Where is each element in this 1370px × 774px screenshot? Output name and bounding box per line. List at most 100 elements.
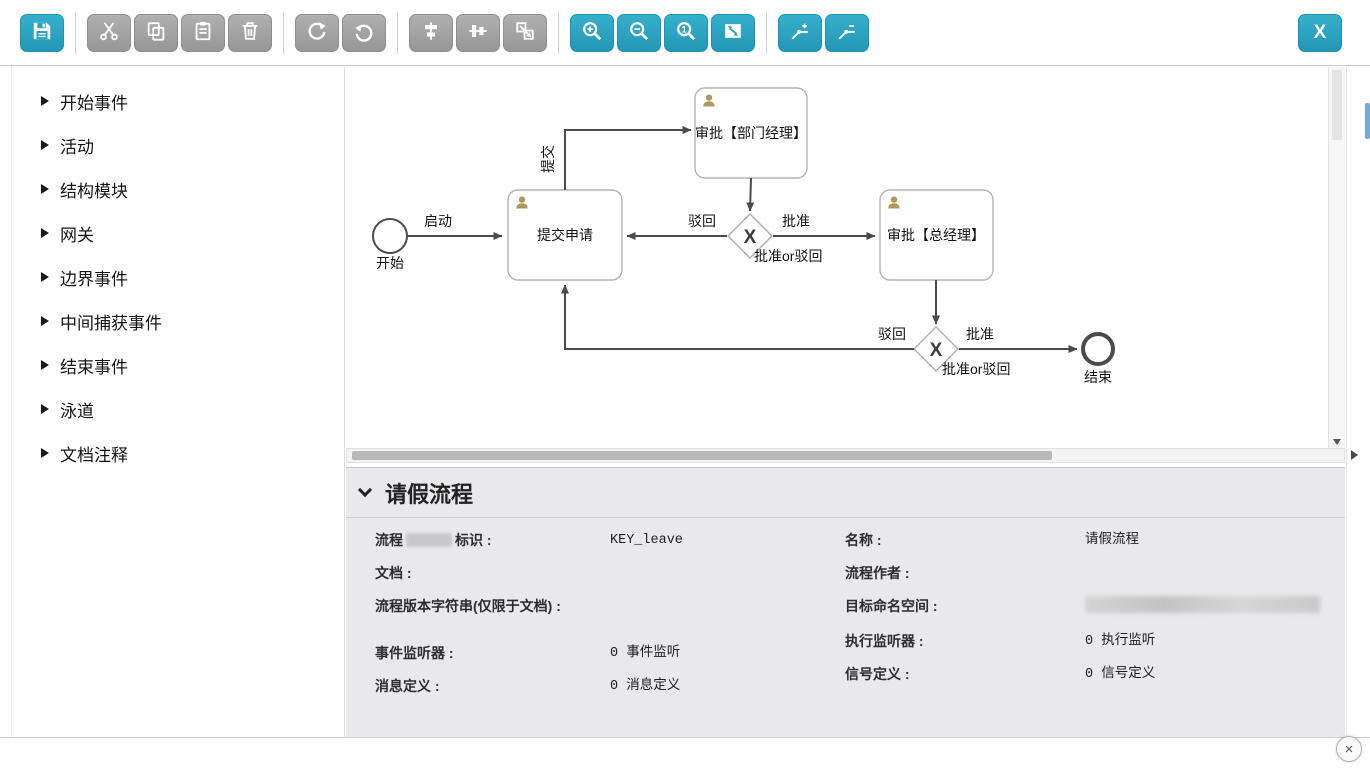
flow-label: 批准 [966, 326, 994, 342]
chevron-right-icon [41, 316, 49, 326]
task-submit-node[interactable]: 提交申请 [507, 189, 623, 281]
diagram-canvas[interactable]: 开始 启动 提交申请 提交 审批【部门经 [346, 67, 1328, 448]
delete-button[interactable] [228, 13, 272, 52]
property-label: 流程标识 : [375, 532, 492, 548]
property-row-signal-definitions: 信号定义 : 0 信号定义 [845, 664, 1330, 685]
align-horizontal-button[interactable] [456, 13, 500, 52]
chevron-right-icon [41, 228, 49, 238]
sidebar-item-end-events[interactable]: 结束事件 [12, 343, 344, 387]
save-button[interactable] [20, 13, 64, 52]
sidebar-item-start-events[interactable]: 开始事件 [12, 79, 344, 123]
property-row-name: 名称 : 请假流程 [845, 530, 1330, 551]
scroll-right-arrow-icon[interactable] [1351, 450, 1358, 460]
end-event-label: 结束 [1084, 369, 1112, 385]
sidebar-item-gateways[interactable]: 网关 [12, 211, 344, 255]
align-vertical-button[interactable] [409, 13, 453, 52]
remove-bendpoint-button[interactable] [825, 13, 869, 52]
sidebar-item-label: 活动 [60, 137, 94, 157]
start-event-node[interactable]: 开始 [372, 218, 408, 271]
sidebar-item-boundary-events[interactable]: 边界事件 [12, 255, 344, 299]
undo-button[interactable] [342, 13, 386, 52]
page-close-button[interactable]: × [1336, 736, 1362, 762]
chevron-right-icon [41, 404, 49, 414]
copy-icon [145, 20, 167, 45]
scroll-down-arrow-icon[interactable] [1333, 439, 1341, 445]
flow-start-to-submit[interactable]: 启动 [407, 213, 503, 240]
property-row-process-author: 流程作者 : [845, 563, 1330, 584]
chevron-down-icon[interactable] [357, 482, 373, 498]
flow-label: 启动 [424, 213, 452, 229]
flow-label: 提交 [540, 145, 556, 173]
chevron-right-icon [41, 272, 49, 282]
property-row-event-listeners: 事件监听器 : 0 事件监听 [375, 643, 840, 664]
zoom-in-button[interactable] [570, 13, 614, 52]
palette-sidebar: 开始事件 活动 结构模块 网关 边界事件 中间捕获事件 结束事件 泳道 文档注释 [11, 67, 345, 737]
properties-right-column: 名称 : 请假流程 流程作者 : 目标命名空间 : 执行监听器 : 0 执行监听… [845, 530, 1330, 697]
bendpoint-minus-icon [836, 20, 858, 45]
property-label: 文档 : [375, 565, 412, 581]
redacted-text [1085, 596, 1320, 613]
sidebar-item-activities[interactable]: 活动 [12, 123, 344, 167]
property-row-execution-listeners: 执行监听器 : 0 执行监听 [845, 631, 1330, 652]
magnifier-plus-icon [581, 20, 603, 45]
page-right-strip [1346, 67, 1370, 737]
end-event-node[interactable]: 结束 [1081, 332, 1115, 385]
flow-gateway1-reject[interactable]: 驳回 [626, 213, 727, 240]
fit-screen-icon [722, 20, 744, 45]
redacted-text [406, 533, 452, 547]
sidebar-item-artifacts[interactable]: 文档注释 [12, 431, 344, 475]
vertical-scrollbar-thumb[interactable] [1332, 70, 1342, 140]
flow-label: 驳回 [878, 326, 906, 342]
sidebar-item-label: 边界事件 [60, 269, 128, 289]
sidebar-item-label: 泳道 [60, 401, 94, 421]
sidebar-item-label: 文档注释 [60, 445, 128, 465]
flow-gateway2-approve[interactable]: 批准 [959, 326, 1078, 353]
task-general-manager-node[interactable]: 审批【总经理】 [879, 189, 994, 281]
toolbar-separator [558, 11, 559, 54]
exclusive-gateway1-node[interactable]: X 批准or驳回 [727, 213, 822, 264]
flow-label: 驳回 [688, 213, 716, 229]
property-value: KEY_leave [610, 533, 683, 548]
trash-icon [239, 20, 261, 45]
copy-button[interactable] [134, 13, 178, 52]
task-dept-manager-node[interactable]: 审批【部门经理】 [694, 87, 808, 179]
chevron-right-icon [41, 360, 49, 370]
canvas-horizontal-scrollbar[interactable] [346, 448, 1345, 463]
zoom-out-button[interactable] [617, 13, 661, 52]
flow-dept-to-gateway1[interactable] [746, 177, 755, 212]
page-scrollbar-thumb[interactable] [1365, 103, 1370, 139]
chevron-right-icon [41, 140, 49, 150]
gateway-label: 批准or驳回 [942, 361, 1010, 377]
user-task-icon [703, 94, 715, 107]
cut-button[interactable] [87, 13, 131, 52]
exclusive-gateway2-node[interactable]: X 批准or驳回 [913, 326, 1010, 377]
property-row-process-key: 流程标识 : KEY_leave [375, 530, 840, 551]
add-bendpoint-button[interactable] [778, 13, 822, 52]
start-event-label: 开始 [376, 255, 404, 271]
property-value[interactable]: 0 消息定义 [610, 679, 681, 694]
sidebar-item-swimlanes[interactable]: 泳道 [12, 387, 344, 431]
properties-header[interactable]: 请假流程 [346, 468, 1345, 518]
flow-submit-to-dept[interactable]: 提交 [540, 126, 692, 190]
same-size-button[interactable] [503, 13, 547, 52]
zoom-actual-button[interactable]: 1 [664, 13, 708, 52]
chevron-right-icon [41, 184, 49, 194]
sidebar-item-intermediate-events[interactable]: 中间捕获事件 [12, 299, 344, 343]
canvas-vertical-scrollbar[interactable] [1328, 67, 1345, 448]
sidebar-item-structural[interactable]: 结构模块 [12, 167, 344, 211]
property-value[interactable]: 0 事件监听 [610, 646, 681, 661]
flow-gateway2-reject[interactable]: 驳回 [561, 284, 914, 350]
close-editor-button[interactable]: X [1298, 13, 1342, 52]
property-row-message-definitions: 消息定义 : 0 消息定义 [375, 676, 840, 697]
zoom-fit-button[interactable] [711, 13, 755, 52]
toolbar: 1 [0, 0, 1370, 66]
redo-button[interactable] [295, 13, 339, 52]
property-value[interactable]: 0 执行监听 [1085, 634, 1156, 649]
magnifier-one-icon: 1 [675, 20, 697, 45]
horizontal-scrollbar-thumb[interactable] [352, 451, 1052, 460]
paste-button[interactable] [181, 13, 225, 52]
flow-gateway1-approve[interactable]: 批准 [773, 213, 876, 240]
svg-text:1: 1 [682, 24, 687, 34]
property-value[interactable]: 0 信号定义 [1085, 667, 1156, 682]
magnifier-minus-icon [628, 20, 650, 45]
